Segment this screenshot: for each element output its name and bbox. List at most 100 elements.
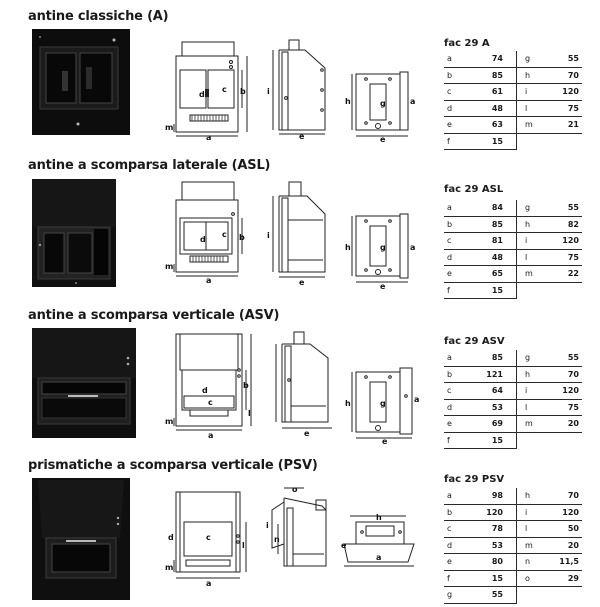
section-title: antine a scomparsa laterale (ASL): [28, 158, 271, 173]
dim-label-e: e: [304, 429, 310, 438]
dim-label-h: h: [345, 243, 351, 252]
dim-label-m: m: [165, 417, 173, 426]
dim-label-d: d: [200, 235, 206, 244]
dim-label-c: c: [206, 533, 211, 542]
dim-label-c: c: [222, 230, 227, 239]
dim-label-e: e: [341, 541, 347, 550]
dim-label-l: l: [242, 541, 245, 550]
dim-label-e: e: [299, 278, 305, 286]
dim-label-a: a: [208, 431, 213, 440]
section-title: antine classiche (A): [28, 9, 169, 24]
dim-label-a: a: [410, 243, 415, 252]
dim-label-d: d: [168, 533, 174, 542]
model-code: fac 29 ASV: [444, 336, 505, 347]
dim-label-a: a: [206, 133, 211, 140]
model-code: fac 29 ASL: [444, 184, 504, 195]
dim-label-e: e: [382, 437, 388, 444]
model-code: fac 29 A: [444, 38, 490, 49]
plan-view-drawing: h e a: [341, 513, 415, 567]
section-antine-classiche: antine classiche (A) d c a b l m: [0, 0, 600, 150]
dim-label-m: m: [165, 563, 173, 572]
product-photo: [32, 478, 130, 600]
dim-label-i: i: [266, 521, 269, 530]
dim-label-e: e: [380, 282, 386, 290]
dim-label-b: b: [239, 233, 245, 242]
model-code: fac 29 PSV: [444, 474, 505, 485]
dim-label-i: i: [267, 87, 270, 96]
product-photo: [32, 179, 116, 287]
plan-view-drawing: h g a e: [345, 71, 415, 142]
side-view-drawing: e: [275, 331, 332, 438]
dim-label-d: d: [202, 386, 208, 395]
section-antine-scomparsa-laterale: antine a scomparsa laterale (ASL) d c b …: [0, 150, 600, 300]
dim-label-a: a: [376, 553, 381, 562]
dim-label-l: l: [248, 409, 251, 418]
dim-label-b: b: [243, 381, 249, 390]
dim-label-d: d: [199, 90, 205, 99]
dim-label-o: o: [292, 485, 298, 494]
product-photo: [32, 328, 136, 438]
dim-label-h: h: [345, 399, 351, 408]
side-view-drawing: o n i: [266, 485, 327, 567]
product-photo: [32, 29, 130, 135]
section-title: prismatiche a scomparsa verticale (PSV): [28, 458, 318, 473]
plan-view-drawing: h g a e: [345, 213, 415, 290]
dim-label-g: g: [380, 99, 386, 108]
front-view-drawing: d c b l m a: [165, 333, 252, 440]
section-antine-scomparsa-verticale: antine a scomparsa verticale (ASV) d c b…: [0, 300, 600, 450]
section-prismatiche-scomparsa-verticale: prismatiche a scomparsa verticale (PSV) …: [0, 450, 600, 607]
dim-label-g: g: [380, 243, 386, 252]
dim-label-e: e: [380, 135, 386, 142]
dim-label-h: h: [376, 513, 382, 522]
plan-view-drawing: h g a e: [345, 367, 419, 444]
dim-label-a: a: [206, 276, 211, 284]
dim-label-a: a: [206, 579, 211, 588]
front-view-drawing: d c l m a: [165, 491, 247, 588]
dim-label-m: m: [165, 262, 173, 271]
side-view-drawing: i e: [267, 39, 326, 140]
dim-label-g: g: [380, 399, 386, 408]
dim-label-m: m: [165, 123, 173, 132]
dim-label-e: e: [299, 132, 305, 140]
front-view-drawing: d c b m a: [165, 181, 245, 284]
dim-label-i: i: [267, 231, 270, 240]
dim-label-a: a: [410, 97, 415, 106]
side-view-drawing: i e: [267, 181, 326, 286]
dim-label-h: h: [345, 97, 351, 106]
dim-label-a: a: [414, 395, 419, 404]
dim-label-b: b: [240, 87, 246, 96]
front-view-drawing: d c a b l m: [165, 41, 248, 140]
dim-label-n: n: [274, 535, 280, 544]
dim-label-c: c: [208, 398, 213, 407]
section-title: antine a scomparsa verticale (ASV): [28, 308, 280, 323]
